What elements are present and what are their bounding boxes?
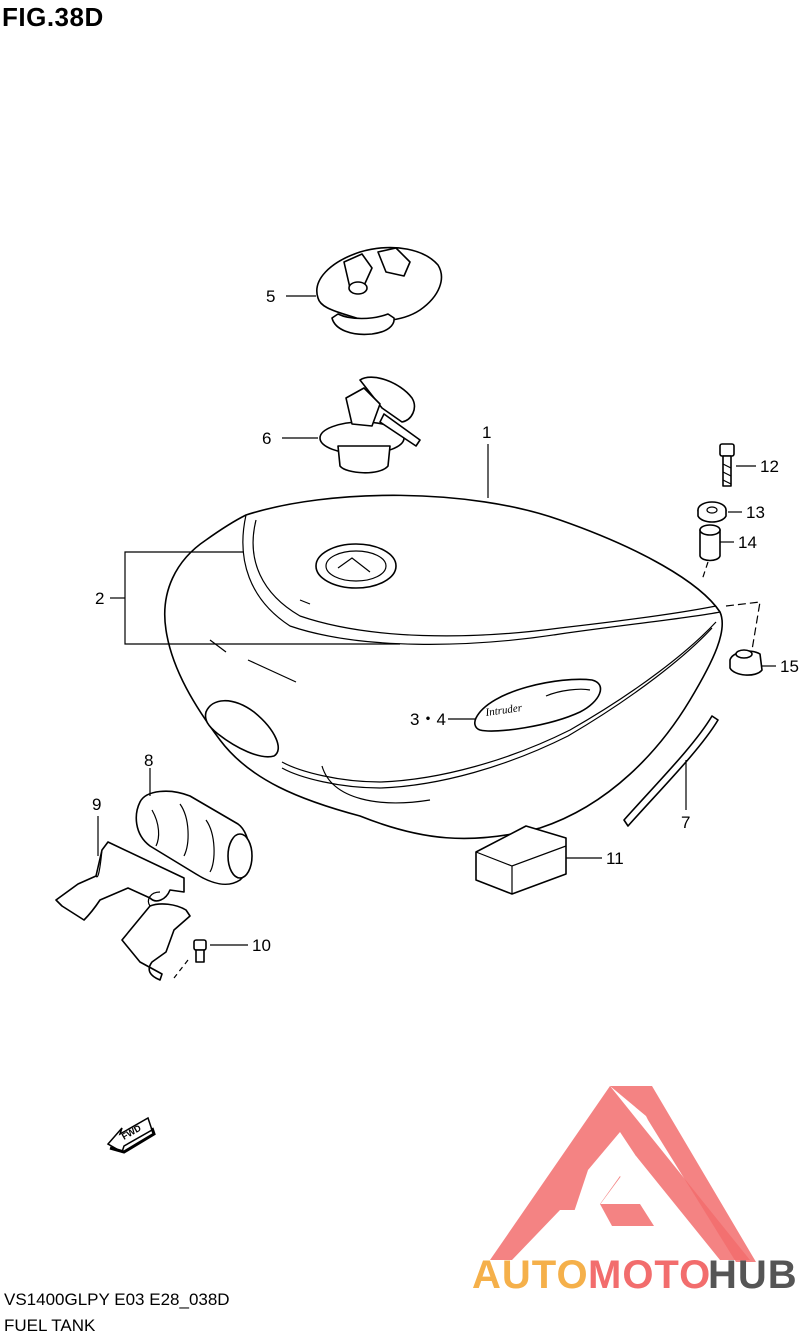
figure-title: FIG.38D: [2, 2, 104, 32]
callout-15: 15: [780, 657, 799, 676]
section-name: FUEL TANK: [4, 1316, 96, 1335]
part-9-bracket[interactable]: [55, 841, 191, 981]
part-11-pad[interactable]: [475, 825, 567, 895]
callout-7: 7: [681, 813, 690, 832]
callout-1: 1: [482, 423, 491, 442]
part-5-fuel-cap-cover[interactable]: [316, 246, 443, 336]
model-code: VS1400GLPY E03 E28_038D: [4, 1290, 230, 1309]
callout-14: 14: [738, 533, 757, 552]
callout-5: 5: [266, 287, 275, 306]
watermark-hub: HUB: [708, 1253, 798, 1297]
watermark-logo-icon: [490, 1086, 756, 1262]
part-12-bolt[interactable]: [719, 443, 735, 487]
fwd-arrow-icon: FWD: [106, 1116, 156, 1154]
part-7-tank-strip[interactable]: [623, 715, 719, 827]
part-10-screw[interactable]: [193, 939, 207, 963]
part-15-cushion[interactable]: [729, 649, 763, 676]
part-1-fuel-tank[interactable]: Intruder: [164, 494, 724, 840]
watermark-auto: AUTO: [472, 1253, 589, 1297]
callout-3-4: 3・4: [410, 710, 446, 729]
part-8-rubber-cushion[interactable]: [135, 790, 253, 886]
callout-10: 10: [252, 936, 271, 955]
callout-6: 6: [262, 429, 271, 448]
part-14-collar[interactable]: [699, 524, 721, 562]
callout-12: 12: [760, 457, 779, 476]
callout-9: 9: [92, 795, 101, 814]
callout-11: 11: [606, 849, 624, 868]
callout-13: 13: [746, 503, 765, 522]
watermark-moto: MOTO: [588, 1253, 711, 1297]
callout-8: 8: [144, 751, 153, 770]
part-13-washer[interactable]: [697, 501, 727, 523]
emblem-text: Intruder: [484, 702, 524, 719]
callout-2: 2: [95, 589, 104, 608]
part-6-filler-cap[interactable]: [319, 376, 421, 474]
